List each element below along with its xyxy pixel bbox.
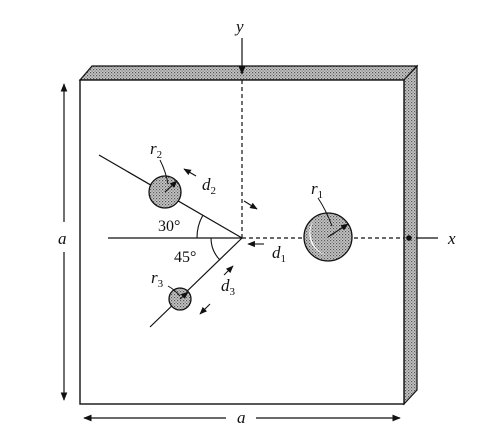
dim-d2-arrow-down (243, 200, 258, 210)
r3-label: r3 (151, 268, 164, 290)
radius-r1-line (327, 223, 349, 238)
plate-front-face (79, 79, 405, 405)
dim-d3-arrow-down (199, 303, 211, 315)
d1-label: d1 (272, 243, 286, 265)
r2-label: r2 (150, 139, 162, 161)
angle-30-label: 30° (158, 218, 180, 235)
radius-r3-leader (167, 285, 181, 297)
plate-top-face (78, 65, 419, 81)
radius-r2-line (164, 180, 178, 193)
angle-arc-45 (210, 237, 221, 261)
d3-label: d3 (221, 276, 236, 298)
angle-45-label: 45° (174, 249, 196, 266)
dim-d2-arrow-up (183, 168, 197, 177)
plate-side-face (403, 64, 418, 406)
radius-r1-leader (317, 197, 333, 227)
side-length-bottom-label: a (237, 408, 246, 427)
r1-label: r1 (311, 179, 323, 201)
dim-d3-arrow-up (223, 265, 234, 276)
side-length-left-label: a (58, 229, 67, 248)
y-axis-label: y (234, 17, 244, 36)
x-axis-pierce-dot (406, 235, 412, 241)
hole-r1-highlight (309, 220, 326, 255)
d2-label: d2 (202, 175, 216, 197)
radius-r3-line (179, 291, 189, 300)
radial-line-45 (149, 237, 243, 328)
radius-r2-leader (159, 159, 169, 185)
angle-arc-30 (196, 214, 204, 239)
x-axis-label: x (447, 229, 456, 248)
